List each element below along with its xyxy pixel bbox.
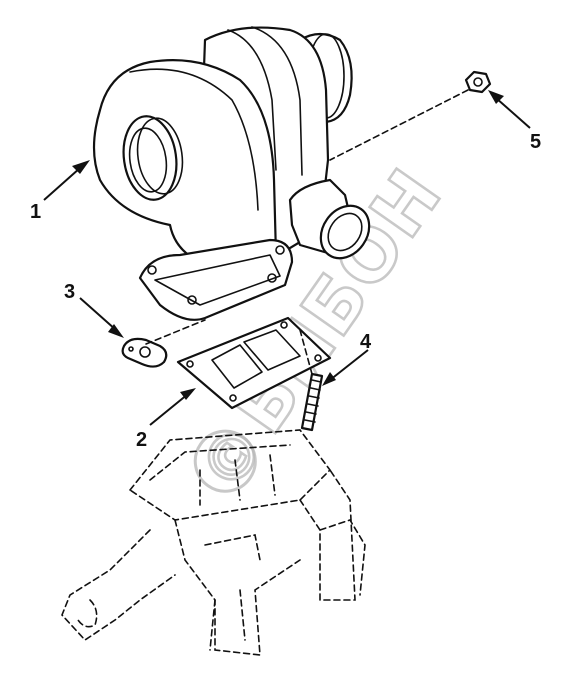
callout-3: 3: [64, 281, 75, 303]
leader-2: [149, 388, 196, 426]
leader-4: [322, 349, 369, 386]
callout-5: 5: [530, 131, 541, 153]
part-small-gasket-3: [121, 337, 168, 368]
leader-5: [488, 90, 531, 129]
callout-1: 1: [30, 201, 41, 223]
part-gasket-2: [176, 316, 332, 410]
exhaust-manifold: [61, 429, 366, 656]
part-nut-5: [464, 70, 492, 94]
leader-3: [79, 297, 124, 338]
alignment-lines: [145, 89, 469, 375]
part-turbocharger-1: [92, 26, 371, 321]
leader-1: [43, 160, 90, 201]
callout-4: 4: [360, 331, 372, 353]
watermark-copyright-circle: [193, 429, 257, 493]
callout-2: 2: [136, 429, 147, 451]
part-stud-4: [300, 372, 324, 432]
